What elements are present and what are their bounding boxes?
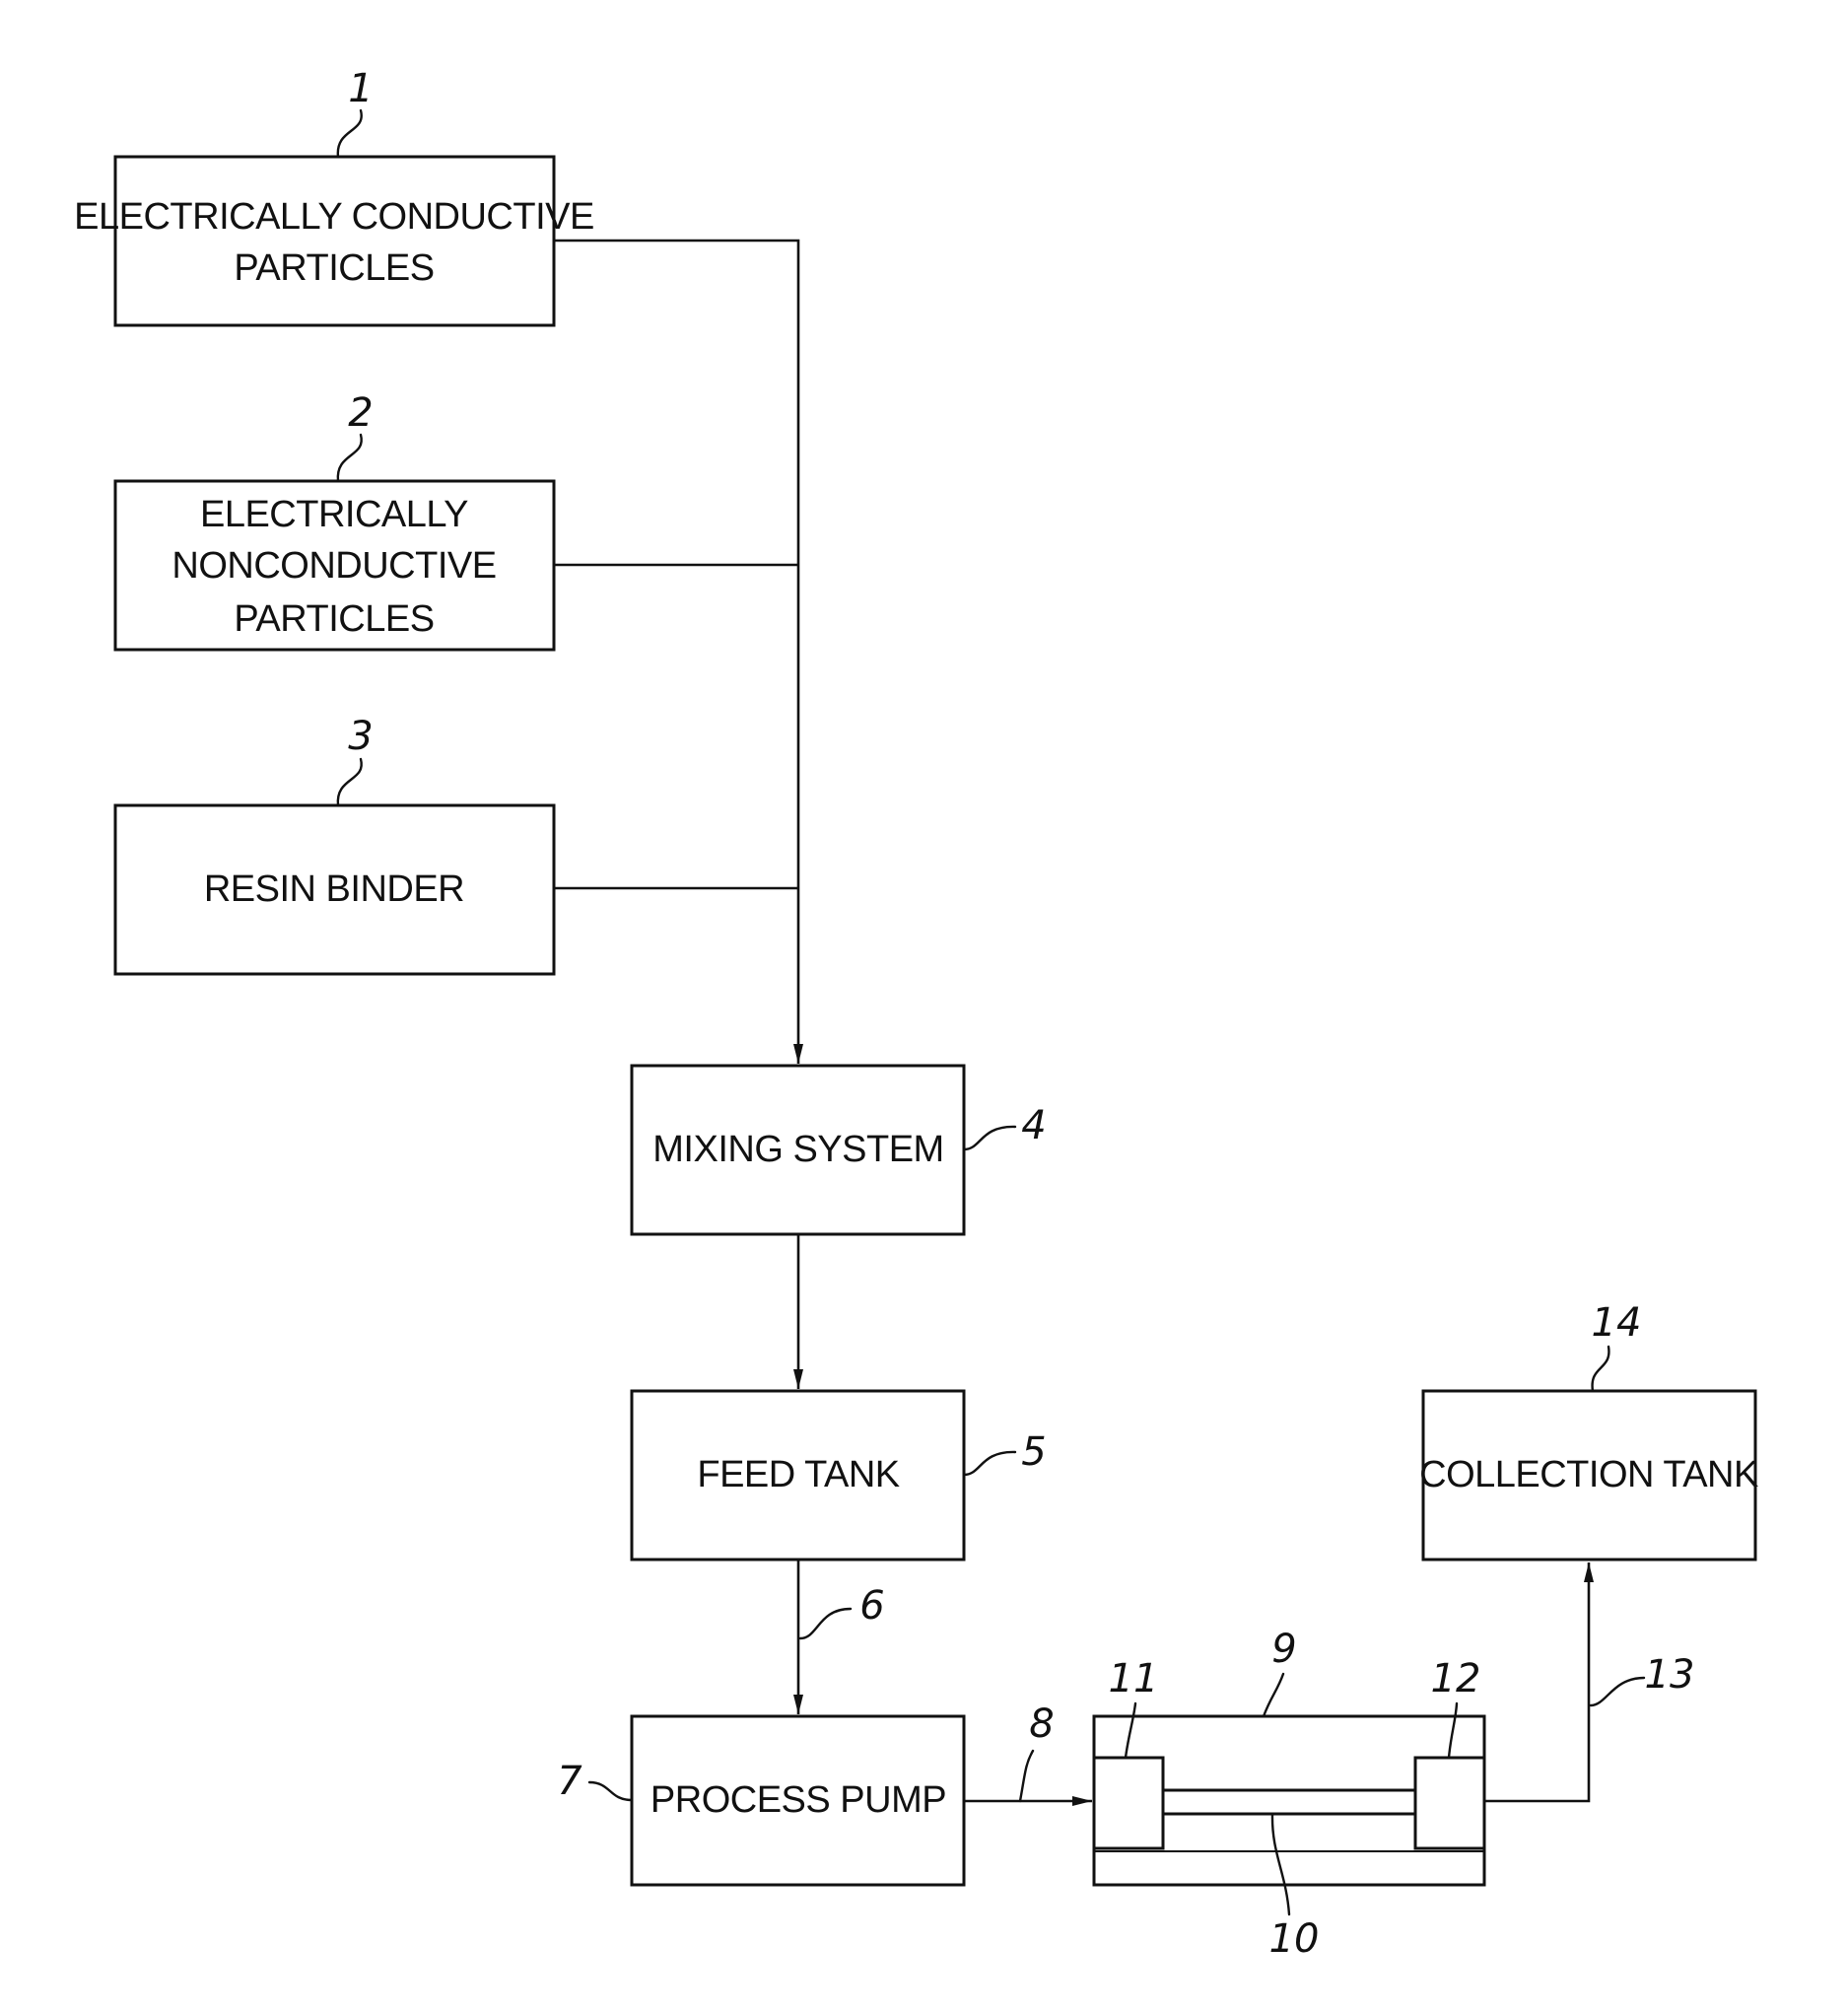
ref-10: 10: [1269, 1916, 1320, 1962]
ref-13-leader: [1591, 1678, 1644, 1705]
device-assembly: [1094, 1716, 1484, 1885]
ref-8: 8: [1029, 1701, 1054, 1747]
ref-9-leader: [1264, 1674, 1283, 1716]
ref-14: 14: [1592, 1300, 1642, 1346]
device-to-collection-arrow: [1484, 1562, 1589, 1801]
mixing-system-box: MIXING SYSTEM: [632, 1066, 964, 1234]
main-feed-line: [554, 241, 798, 1064]
ref-9: 9: [1271, 1627, 1296, 1672]
ref-6-leader: [800, 1609, 851, 1638]
conductive-label-line2: PARTICLES: [234, 247, 434, 289]
ref-7-leader: [589, 1782, 632, 1800]
ref-1-leader: [338, 110, 362, 157]
ref-3-leader: [338, 759, 362, 805]
right-end-cap: [1415, 1758, 1484, 1848]
ref-1: 1: [348, 66, 373, 111]
ref-2-leader: [338, 435, 362, 481]
resin-binder-box: RESIN BINDER: [115, 805, 554, 974]
conductive-label-line1: ELECTRICALLY CONDUCTIVE: [74, 196, 594, 238]
ref-4-leader: [964, 1127, 1015, 1149]
ref-11: 11: [1109, 1656, 1159, 1701]
ref-14-leader: [1593, 1347, 1609, 1391]
ref-13: 13: [1645, 1652, 1695, 1698]
ref-7: 7: [557, 1759, 582, 1804]
nonconductive-label-line2: NONCONDUCTIVE: [171, 545, 496, 587]
ref-4: 4: [1021, 1103, 1046, 1148]
core-tube: [1163, 1790, 1415, 1814]
conductive-particles-box: ELECTRICALLY CONDUCTIVE PARTICLES: [74, 157, 594, 325]
ref-8-leader: [1020, 1751, 1033, 1801]
feed-tank-box: FEED TANK: [632, 1391, 964, 1560]
nonconductive-label-line1: ELECTRICALLY: [200, 494, 468, 535]
nonconductive-label-line3: PARTICLES: [234, 598, 434, 640]
resin-binder-label: RESIN BINDER: [204, 868, 464, 910]
ref-2: 2: [348, 390, 373, 436]
ref-5-leader: [964, 1452, 1015, 1475]
collection-tank-box: COLLECTION TANK: [1419, 1391, 1758, 1560]
ref-12: 12: [1431, 1656, 1481, 1701]
feed-tank-label: FEED TANK: [697, 1454, 899, 1495]
collection-tank-label: COLLECTION TANK: [1419, 1454, 1758, 1495]
ref-5: 5: [1021, 1429, 1046, 1475]
ref-6: 6: [859, 1583, 884, 1629]
process-pump-label: PROCESS PUMP: [650, 1779, 946, 1821]
ref-3: 3: [348, 714, 373, 759]
nonconductive-particles-box: ELECTRICALLY NONCONDUCTIVE PARTICLES: [115, 481, 554, 650]
process-pump-box: PROCESS PUMP: [632, 1716, 964, 1885]
left-end-cap: [1094, 1758, 1163, 1848]
mixing-system-label: MIXING SYSTEM: [652, 1129, 943, 1170]
